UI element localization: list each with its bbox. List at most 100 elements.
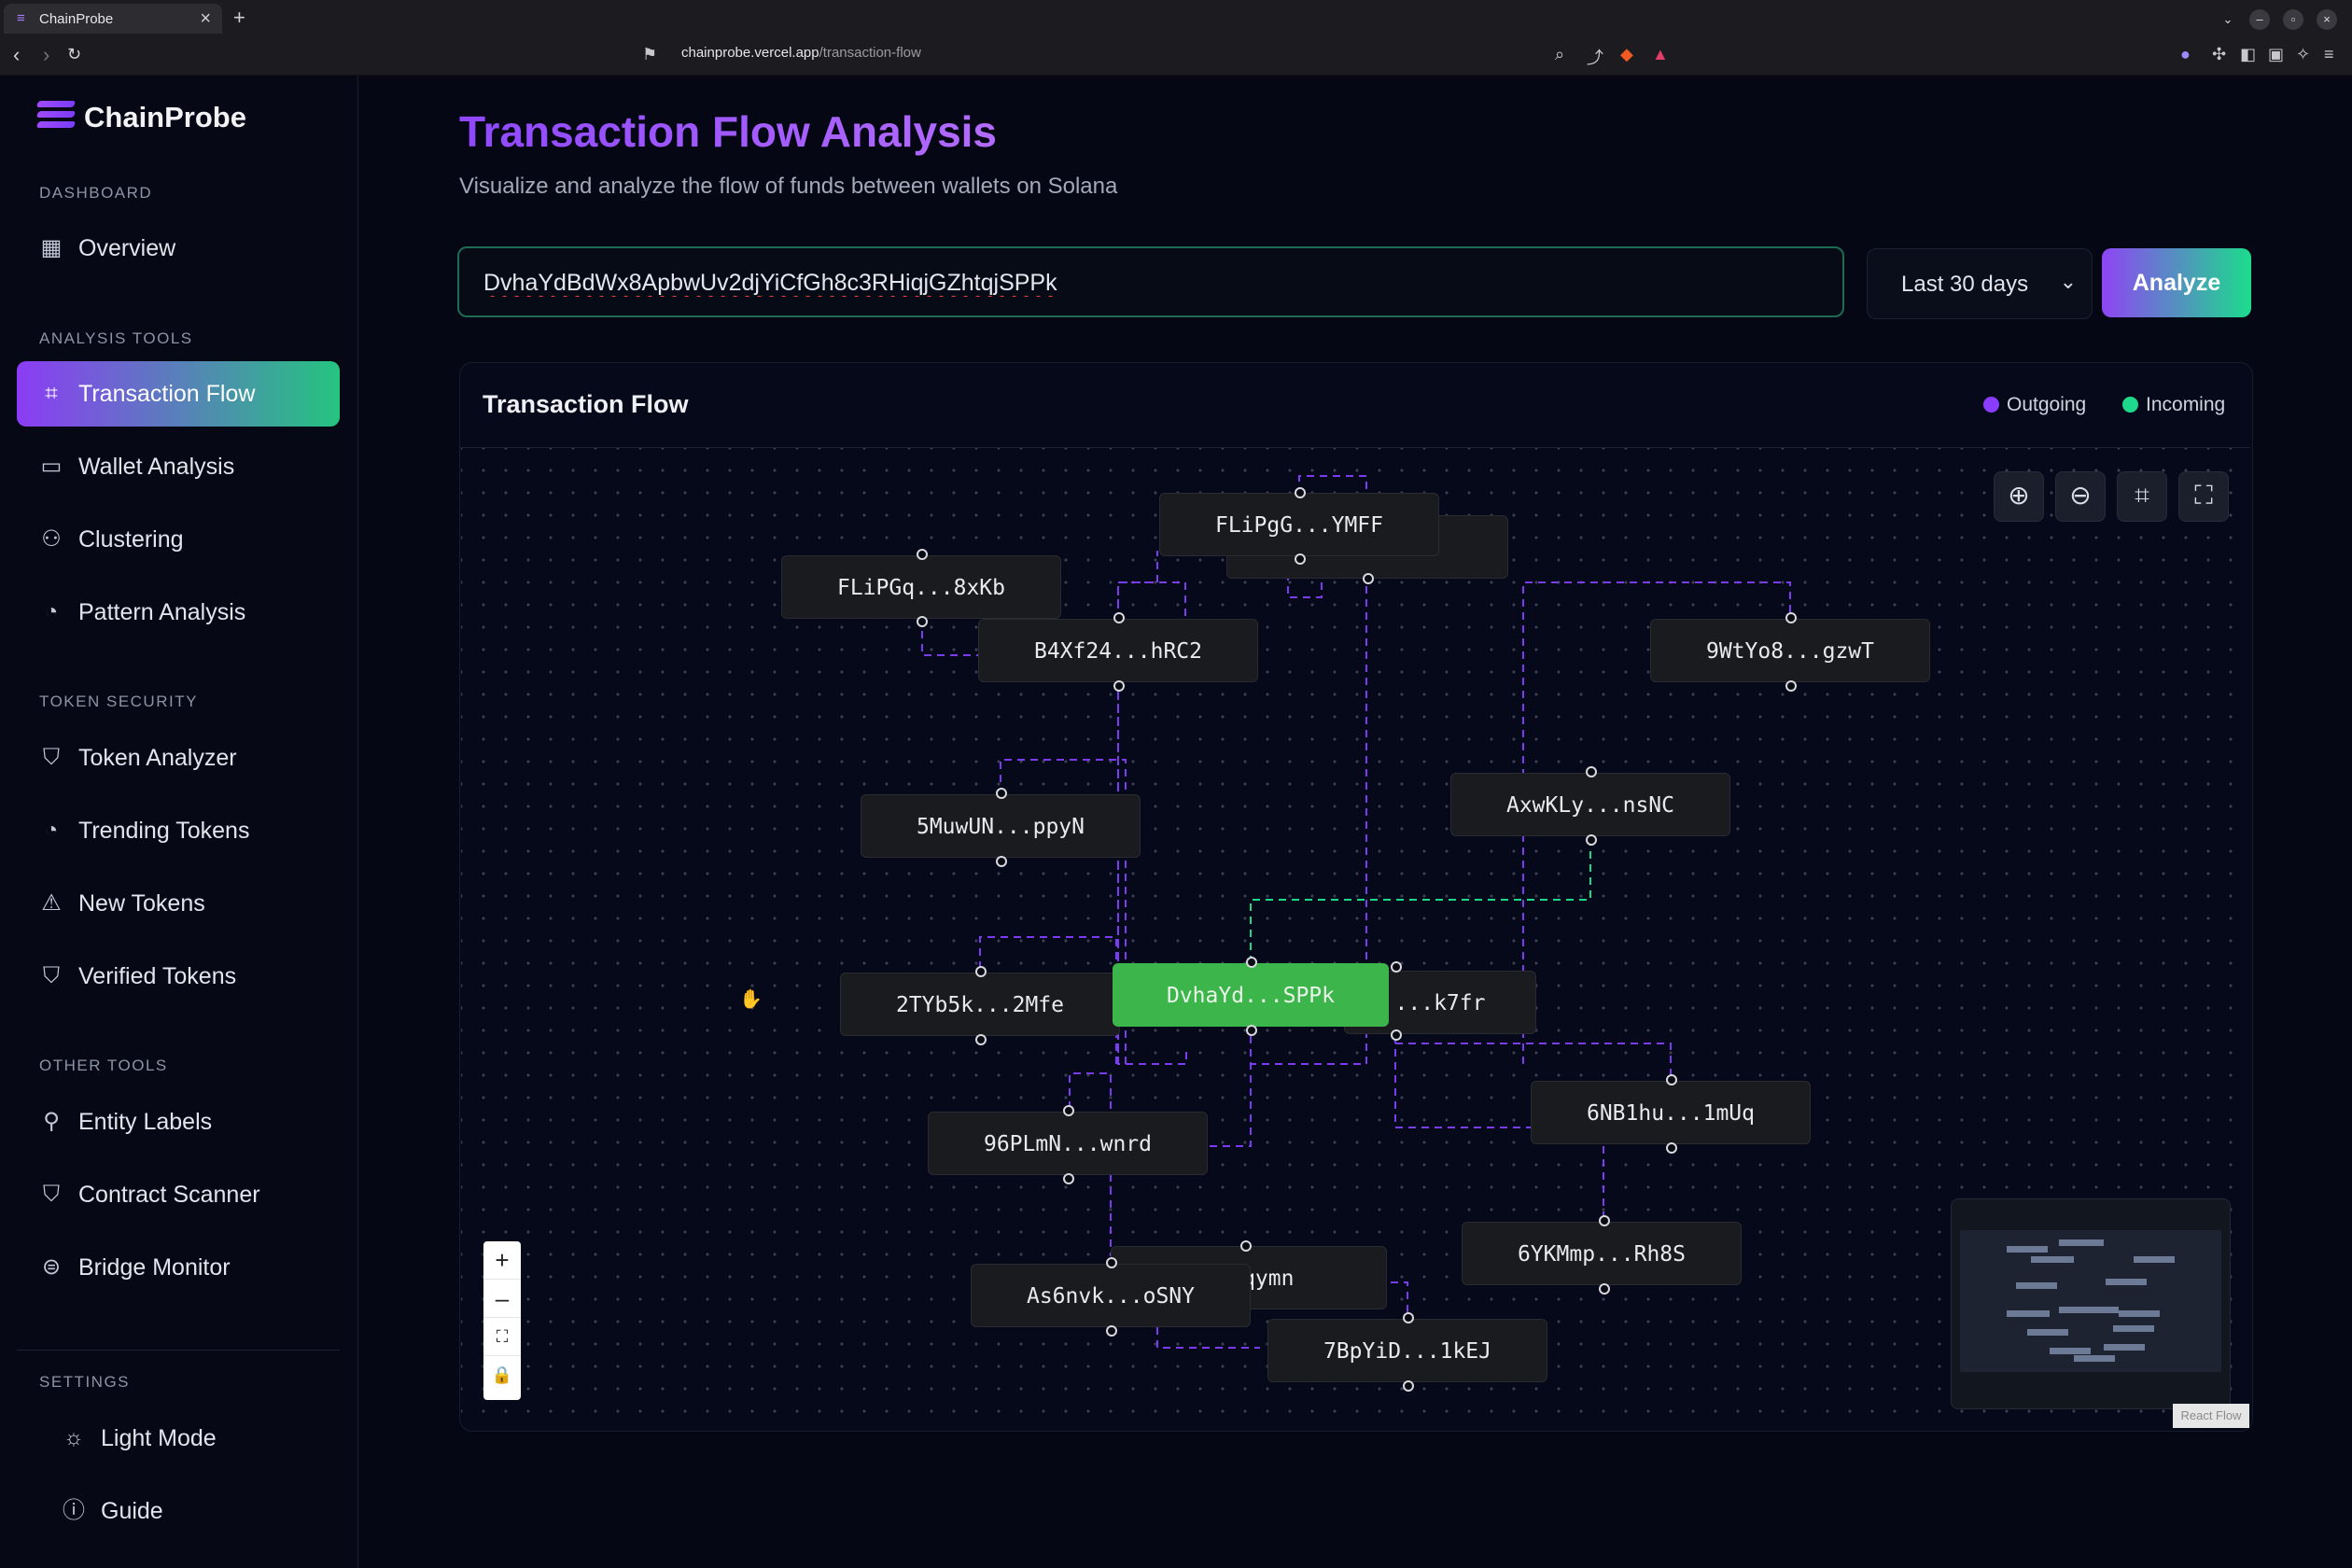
flow-node[interactable]: AxwKLy...nsNC xyxy=(1450,773,1730,836)
flow-node[interactable]: As6nvk...oSNY xyxy=(971,1264,1251,1327)
node-handle[interactable] xyxy=(917,616,928,627)
node-handle[interactable] xyxy=(1246,957,1257,968)
flow-node[interactable]: 6YKMmp...Rh8S xyxy=(1462,1222,1742,1285)
sidebar-item-pattern-analysis[interactable]: ◔ Pattern Analysis xyxy=(17,580,340,645)
flow-node[interactable]: FLiPgG...YMFF xyxy=(1159,493,1439,556)
sidebar-item-label: Entity Labels xyxy=(78,1109,213,1135)
flow-node[interactable]: 6NB1hu...1mUq xyxy=(1531,1081,1811,1144)
node-handle[interactable] xyxy=(1391,961,1402,973)
node-handle[interactable] xyxy=(1295,553,1306,565)
node-handle[interactable] xyxy=(1113,612,1125,623)
node-handle[interactable] xyxy=(1106,1325,1117,1337)
node-handle[interactable] xyxy=(1391,1029,1402,1041)
node-handle[interactable] xyxy=(1599,1215,1610,1226)
controls-fit-view-icon[interactable]: ⛶ xyxy=(483,1318,521,1356)
tab-list-icon[interactable]: ⌄ xyxy=(2222,12,2233,26)
wallet-search-field[interactable] xyxy=(457,246,1844,317)
sidebar-item-token-analyzer[interactable]: ⛉ Token Analyzer xyxy=(17,725,340,791)
back-icon[interactable]: ‹ xyxy=(13,43,21,66)
sidebar-toggle-icon[interactable]: ◧ xyxy=(2240,45,2257,63)
leo-icon[interactable]: ● xyxy=(2180,45,2191,63)
node-handle[interactable] xyxy=(996,788,1007,799)
share-icon[interactable]: ⤴ xyxy=(1587,49,1603,67)
sidebar-item-guide[interactable]: ⓘ Guide xyxy=(39,1478,362,1544)
flow-node[interactable]: FLiPGq...8xKb xyxy=(781,555,1061,619)
tab-close-icon[interactable]: × xyxy=(200,8,211,29)
flow-node[interactable]: 2TYb5k...2Mfe xyxy=(840,973,1120,1036)
ai-icon[interactable]: ✧ xyxy=(2296,45,2311,63)
node-handle[interactable] xyxy=(1785,680,1797,692)
flow-node[interactable]: 9WtYo8...gzwT xyxy=(1650,619,1930,682)
node-handle[interactable] xyxy=(975,966,987,977)
flow-node[interactable]: 5MuwUN...ppyN xyxy=(861,794,1141,858)
sidebar-item-light-mode[interactable]: ☼ Light Mode xyxy=(39,1406,362,1471)
browser-tab[interactable]: ≡ ChainProbe × xyxy=(4,4,222,34)
sidebar-item-contract-scanner[interactable]: ⛉ Contract Scanner xyxy=(17,1162,340,1227)
wallet-address-input[interactable] xyxy=(482,261,1792,304)
node-handle[interactable] xyxy=(1586,766,1597,777)
restore-icon[interactable]: ▫ xyxy=(2283,9,2303,30)
node-handle[interactable] xyxy=(1246,1025,1257,1036)
flow-node[interactable]: 96PLmN...wnrd xyxy=(928,1112,1208,1175)
sidebar-item-entity-labels[interactable]: ⚲ Entity Labels xyxy=(17,1089,340,1155)
flow-node[interactable]: 7BpYiD...1kEJ xyxy=(1267,1319,1547,1382)
node-handle[interactable] xyxy=(1599,1283,1610,1295)
node-handle[interactable] xyxy=(1106,1257,1117,1268)
sidebar-item-clustering[interactable]: ⚇ Clustering xyxy=(17,507,340,572)
node-handle[interactable] xyxy=(1403,1380,1414,1392)
brave-rewards-icon[interactable]: ▲ xyxy=(1652,45,1669,63)
sidebar-item-label: Wallet Analysis xyxy=(78,454,235,480)
sidebar-item-new-tokens[interactable]: ⚠ New Tokens xyxy=(17,871,340,936)
controls-zoom-out-icon[interactable]: – xyxy=(483,1280,521,1318)
flow-node-center[interactable]: DvhaYd...SPPk xyxy=(1113,963,1389,1027)
sidebar-item-bridge-monitor[interactable]: ⊜ Bridge Monitor xyxy=(17,1235,340,1300)
sidebar-item-transaction-flow[interactable]: ⌗ Transaction Flow xyxy=(17,361,340,427)
time-range-select[interactable]: Last 30 days ⌄ xyxy=(1867,248,2093,319)
zoom-out-icon[interactable]: ⊖ xyxy=(2055,471,2106,522)
node-handle[interactable] xyxy=(1403,1312,1414,1323)
sidebar-item-verified-tokens[interactable]: ⛉ Verified Tokens xyxy=(17,944,340,1009)
new-tab-icon[interactable]: + xyxy=(233,6,245,29)
flow-node[interactable]: B4Xf24...hRC2 xyxy=(978,619,1258,682)
wallet-icon: ▭ xyxy=(40,454,63,479)
zoom-icon[interactable]: ⌕ xyxy=(1555,45,1565,63)
wallet-toolbar-icon[interactable]: ▣ xyxy=(2268,45,2285,63)
sidebar-item-trending-tokens[interactable]: ◔ Trending Tokens xyxy=(17,798,340,863)
node-handle[interactable] xyxy=(996,856,1007,867)
menu-icon[interactable]: ≡ xyxy=(2324,45,2334,63)
node-handle[interactable] xyxy=(1113,680,1125,692)
address-bar[interactable]: chainprobe.vercel.app/transaction-flow xyxy=(681,45,921,61)
node-handle[interactable] xyxy=(1295,487,1306,498)
node-handle[interactable] xyxy=(1586,834,1597,846)
node-handle[interactable] xyxy=(917,549,928,560)
node-handle[interactable] xyxy=(1363,573,1374,584)
node-handle[interactable] xyxy=(1063,1105,1074,1116)
node-handle[interactable] xyxy=(1240,1240,1252,1252)
minimap-node xyxy=(2059,1239,2104,1246)
node-handle[interactable] xyxy=(1666,1074,1677,1085)
node-handle[interactable] xyxy=(1063,1173,1074,1184)
controls-zoom-in-icon[interactable]: + xyxy=(483,1241,521,1280)
brave-shield-icon[interactable]: ◆ xyxy=(1620,45,1633,63)
window-close-icon[interactable]: × xyxy=(2317,9,2337,30)
fit-view-icon[interactable]: ⌗ xyxy=(2117,471,2167,522)
controls-lock-icon[interactable]: 🔒 xyxy=(491,1365,513,1384)
sidebar-item-overview[interactable]: ▦ Overview xyxy=(17,216,340,281)
minimap-node xyxy=(2134,1256,2175,1263)
node-handle[interactable] xyxy=(1666,1142,1677,1154)
node-handle[interactable] xyxy=(1785,612,1797,623)
analyze-button[interactable]: Analyze xyxy=(2102,248,2251,317)
bookmark-icon[interactable]: ⚑ xyxy=(642,45,658,63)
minimize-icon[interactable]: – xyxy=(2249,9,2270,30)
forward-icon[interactable]: › xyxy=(43,43,50,66)
users-icon: ⚇ xyxy=(41,526,62,552)
browser-toolbar xyxy=(0,37,2352,76)
node-handle[interactable] xyxy=(975,1034,987,1045)
extensions-icon[interactable]: ✣ xyxy=(2212,45,2227,63)
sidebar-item-label: Transaction Flow xyxy=(78,381,256,407)
fullscreen-icon[interactable]: ⛶ xyxy=(2178,471,2229,522)
react-flow-attribution[interactable]: React Flow xyxy=(2173,1404,2249,1428)
sidebar-item-wallet-analysis[interactable]: ▭ Wallet Analysis xyxy=(17,434,340,499)
reload-icon[interactable]: ↻ xyxy=(67,45,82,63)
zoom-in-icon[interactable]: ⊕ xyxy=(1994,471,2044,522)
